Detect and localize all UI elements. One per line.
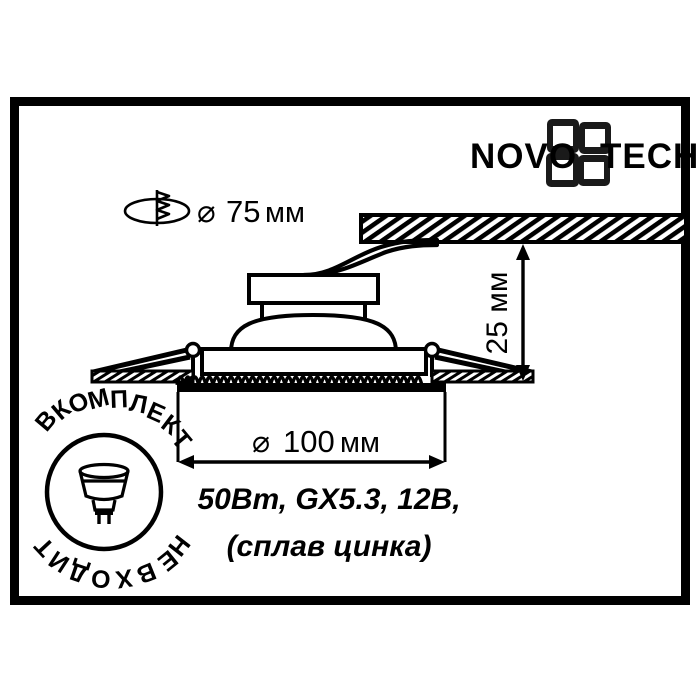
spec-line-1: 50Вт, GX5.3, 12В,	[197, 483, 460, 516]
logo-mark-icon	[546, 119, 611, 187]
hole-diameter-symbol: ⌀	[197, 194, 216, 229]
badge-inner-circle	[44, 432, 164, 552]
outer-diameter-symbol: ⌀	[252, 426, 270, 459]
dome-housing	[228, 312, 399, 354]
hole-diameter-value: 75	[226, 194, 260, 229]
outer-diameter-dimension: ⌀ 100 мм	[176, 392, 447, 469]
outer-diameter-unit: мм	[340, 427, 380, 459]
svg-text:Х: Х	[114, 563, 135, 593]
drill-bit-icon	[123, 190, 191, 226]
hole-diameter-unit: мм	[265, 197, 305, 229]
ceiling-flange-right	[430, 369, 535, 384]
outer-diameter-value: 100	[283, 424, 335, 459]
badge-ring-text: В К О М П Л Е К Т Н Е В Х О Д И Т	[29, 383, 197, 594]
logo-wordmark-right: TECH	[600, 137, 699, 176]
downlight-fixture	[90, 273, 535, 392]
spec-text: 50Вт, GX5.3, 12В, (сплав цинка)	[197, 483, 460, 563]
brand-logo: NOVO TECH	[470, 119, 699, 187]
logo-wordmark-left: NOVO	[470, 137, 577, 176]
svg-text:П: П	[110, 385, 129, 414]
recess-depth-label: 25 мм	[481, 272, 514, 355]
body-bar	[200, 347, 428, 376]
hole-diameter-annotation: ⌀ 75 мм	[123, 190, 305, 229]
not-included-badge: В К О М П Л Е К Т Н Е В Х О Д И Т	[29, 383, 197, 594]
ceiling-slab-right	[359, 213, 688, 244]
spec-line-2: (сплав цинка)	[227, 530, 432, 563]
svg-text:Л: Л	[127, 389, 150, 420]
wires	[301, 237, 440, 279]
svg-text:В: В	[133, 556, 160, 589]
terminal-box	[247, 273, 380, 305]
outer-frame	[10, 97, 690, 605]
svg-text:О: О	[90, 564, 112, 594]
recess-depth-dimension: 25 мм	[481, 244, 530, 381]
trim-ring	[177, 383, 446, 392]
mr16-lamp-icon	[78, 462, 130, 524]
